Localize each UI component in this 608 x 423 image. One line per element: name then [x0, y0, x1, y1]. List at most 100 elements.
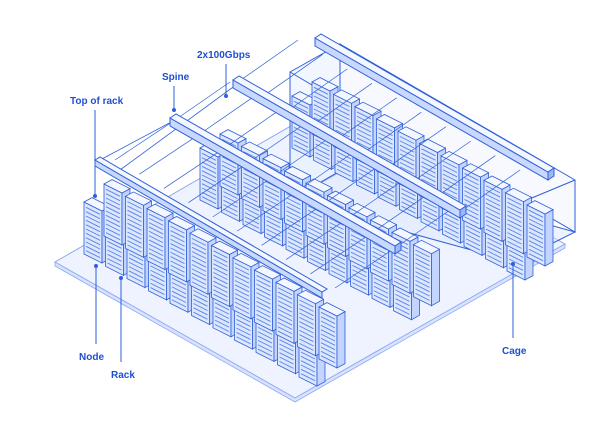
node-unit — [221, 164, 237, 173]
node-unit — [507, 232, 522, 241]
rack-rows — [83, 77, 554, 387]
node-unit — [352, 269, 367, 278]
node-unit — [286, 175, 301, 184]
node-unit — [379, 176, 395, 184]
node-unit — [330, 265, 346, 274]
node-unit — [221, 177, 237, 186]
node-unit — [356, 133, 372, 142]
node-unit — [393, 263, 409, 272]
node-unit — [170, 260, 185, 269]
node-unit — [393, 276, 409, 285]
node-unit — [170, 256, 185, 264]
node-unit — [350, 247, 366, 256]
node-unit — [243, 172, 258, 181]
node-unit — [148, 239, 164, 248]
node-unit — [234, 301, 250, 310]
node-unit — [415, 249, 430, 258]
node-unit — [286, 210, 301, 219]
node-unit — [287, 228, 303, 236]
node-unit — [485, 189, 501, 198]
label-node: Node — [79, 352, 104, 363]
node-unit — [277, 321, 293, 330]
node-unit — [236, 332, 251, 340]
node-unit — [277, 304, 293, 313]
node-unit — [287, 232, 303, 241]
node-unit — [335, 103, 350, 112]
node-unit — [264, 206, 280, 215]
node-unit — [528, 248, 544, 257]
node-unit — [335, 112, 350, 121]
node-unit — [85, 206, 101, 215]
node-unit — [444, 217, 459, 226]
node-unit — [399, 153, 415, 162]
node-unit — [528, 209, 544, 218]
node-unit — [399, 140, 415, 149]
node-unit — [150, 282, 165, 291]
node-unit — [508, 267, 524, 276]
node-unit — [234, 288, 250, 297]
node-unit — [373, 277, 389, 286]
node-unit — [379, 180, 395, 189]
node-unit — [336, 151, 352, 160]
node-unit — [127, 209, 142, 218]
node-unit — [313, 91, 329, 100]
node-unit — [320, 316, 336, 325]
node-unit — [507, 210, 522, 219]
node-unit — [329, 243, 344, 252]
rack-top — [103, 179, 131, 194]
node-unit — [191, 255, 207, 264]
node-unit — [128, 261, 144, 270]
rack-side — [336, 310, 346, 369]
rack-top — [461, 163, 490, 178]
node-unit — [277, 300, 293, 309]
node-unit — [421, 170, 436, 178]
node-unit — [350, 251, 366, 260]
node-unit — [395, 302, 410, 311]
node-unit — [105, 197, 121, 206]
node-unit — [378, 132, 393, 141]
node-unit — [372, 268, 387, 277]
node-unit — [223, 204, 238, 213]
node-unit — [287, 236, 303, 245]
node-unit — [373, 290, 389, 299]
node-unit — [105, 210, 121, 219]
node-unit — [256, 275, 271, 283]
node-unit — [485, 198, 501, 207]
node-unit — [244, 207, 260, 216]
node-unit — [214, 319, 230, 328]
node-unit — [85, 215, 101, 224]
node-unit — [415, 279, 430, 288]
node-unit — [307, 222, 323, 231]
node-unit — [105, 193, 121, 202]
node-unit — [279, 343, 294, 352]
node-unit — [422, 205, 438, 213]
node-unit — [214, 324, 230, 332]
node-unit — [214, 302, 230, 311]
node-unit — [329, 235, 344, 243]
node-unit — [313, 104, 329, 113]
node-unit — [191, 264, 207, 272]
node-unit — [507, 240, 522, 249]
node-unit — [150, 269, 165, 278]
rack-top — [326, 190, 355, 205]
node-unit — [464, 199, 479, 207]
node-unit — [356, 128, 372, 137]
node-unit — [299, 303, 314, 312]
node-unit — [201, 178, 217, 187]
rack-top — [253, 265, 282, 280]
node-unit — [485, 228, 501, 237]
node-unit — [329, 200, 344, 209]
node-unit — [127, 231, 142, 240]
node-unit — [234, 275, 250, 284]
rack-top — [354, 101, 382, 117]
node-unit — [201, 183, 217, 192]
node-unit — [299, 325, 314, 334]
node-unit — [264, 202, 280, 211]
node-unit — [127, 240, 142, 249]
node-unit — [257, 339, 273, 348]
node-unit — [335, 129, 350, 138]
node-unit — [264, 163, 280, 172]
node-unit — [350, 238, 366, 247]
node-unit — [315, 152, 330, 161]
node-unit — [234, 293, 250, 301]
